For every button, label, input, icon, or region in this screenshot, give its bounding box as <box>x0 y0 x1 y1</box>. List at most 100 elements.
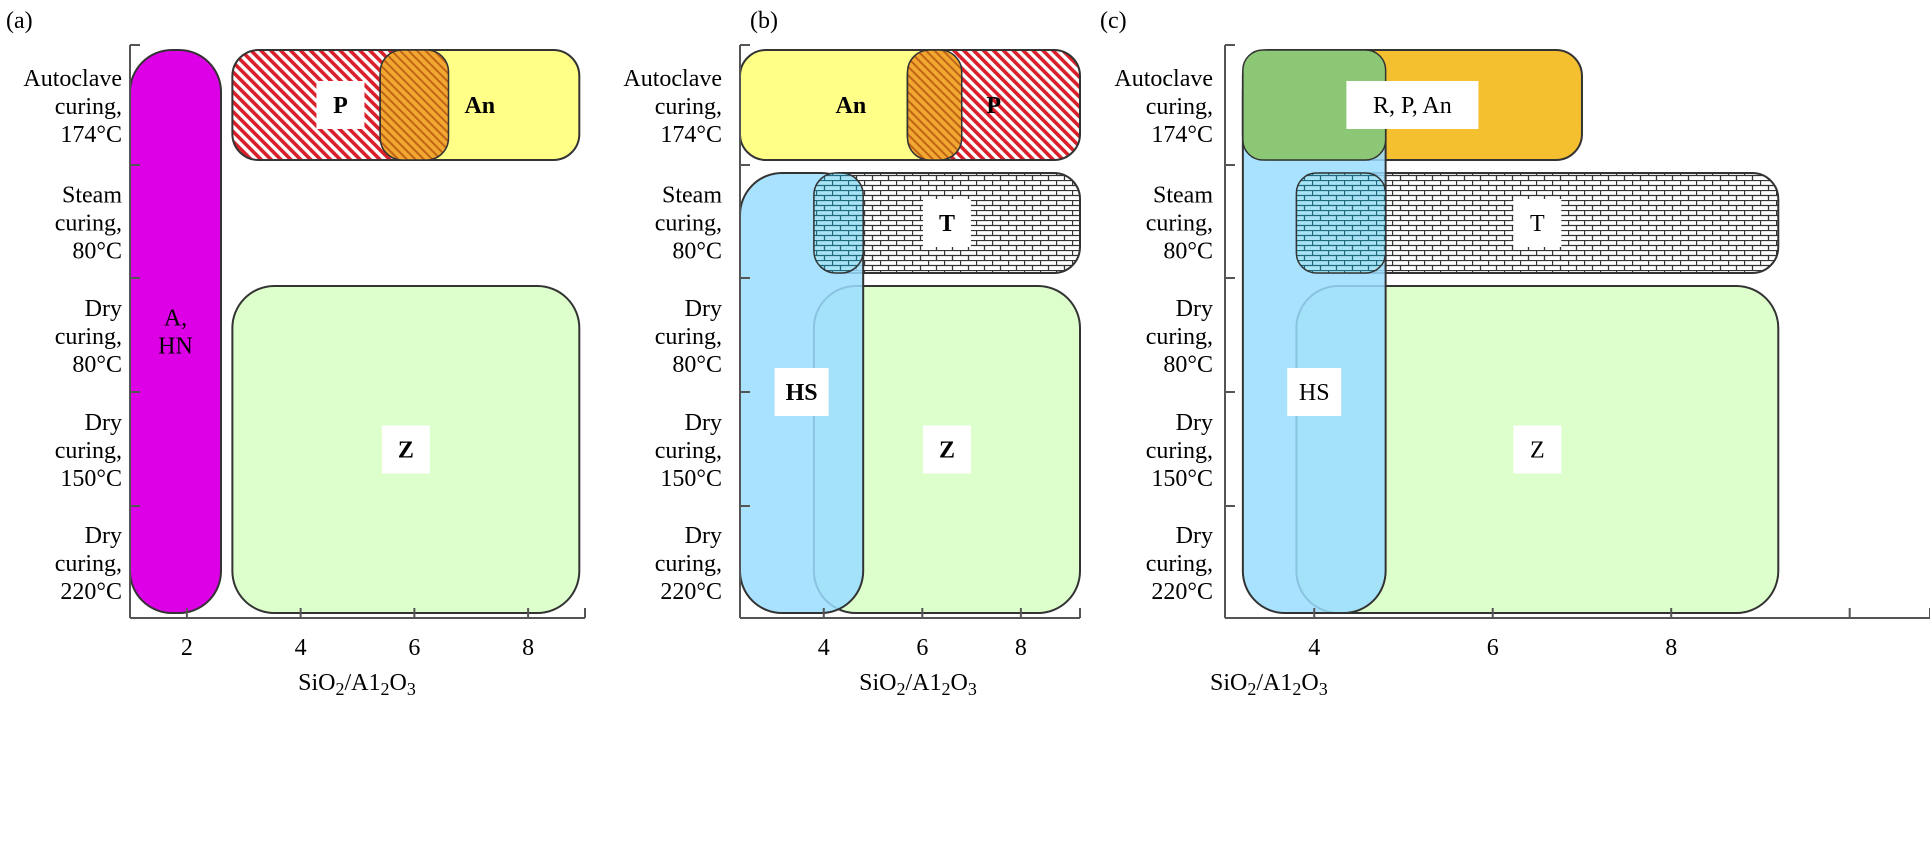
overlap-layer <box>813 49 963 274</box>
y-category-label: 220°C <box>1151 579 1213 605</box>
x-axis-label-sub: 2 <box>1292 679 1301 699</box>
y-category-label: Dry <box>1176 523 1213 549</box>
x-axis-label: SiO2/A12O3 <box>1210 670 1328 699</box>
region-label-box <box>316 81 365 129</box>
x-tick-label: 6 <box>1487 635 1499 661</box>
region-ahn <box>129 49 222 614</box>
x-tick-label: 8 <box>1015 635 1027 661</box>
y-category-label: 174°C <box>1151 122 1213 148</box>
region-label-box <box>1287 368 1342 416</box>
y-category-label: curing, <box>55 438 122 464</box>
region-label-layer: An P T Z HS <box>774 93 1001 474</box>
panel-c: (c)R, P, AnTZHSAutoclavecuring,174°CStea… <box>1100 8 1930 699</box>
region-label: An <box>836 93 867 119</box>
x-axis-label-sub: 3 <box>407 679 416 699</box>
x-axis-label-sub: 2 <box>1247 679 1256 699</box>
y-category-label: curing, <box>655 324 722 350</box>
region-layer <box>739 49 1082 614</box>
y-category-label: curing, <box>655 211 722 237</box>
y-category-label: 150°C <box>1151 466 1213 492</box>
y-category-label: curing, <box>655 94 722 120</box>
x-tick-label: 6 <box>408 635 420 661</box>
x-axis-label-sub: 2 <box>942 679 951 699</box>
region-label-box <box>774 368 829 416</box>
region-label: R, P, An <box>1373 93 1452 119</box>
overlap-p-an <box>379 49 450 161</box>
region-layer <box>1241 49 1780 614</box>
y-category-label: 220°C <box>60 579 122 605</box>
y-category-label: Dry <box>1176 410 1213 436</box>
x-axis-label-text: SiO <box>859 670 896 696</box>
x-tick-label: 4 <box>295 635 307 661</box>
region-label-box <box>922 199 971 247</box>
region-label: HS <box>786 380 818 406</box>
overlap-an-p <box>906 49 963 161</box>
y-category-label: Dry <box>685 296 722 322</box>
y-category-label: 150°C <box>660 466 722 492</box>
overlap-hs-t <box>813 172 864 274</box>
y-category-label: Autoclave <box>623 66 722 92</box>
x-tick-label: 2 <box>181 635 193 661</box>
region-label: An <box>464 93 495 119</box>
region-label-box <box>1513 425 1562 474</box>
region-layer <box>129 49 581 614</box>
y-category-label: 80°C <box>672 239 722 265</box>
region-label: P <box>333 93 348 119</box>
x-axis-label-text: O <box>1301 670 1318 696</box>
y-category-label: curing, <box>655 551 722 577</box>
region-label: A, <box>164 306 187 332</box>
x-tick-label: 6 <box>916 635 928 661</box>
y-category-label: Autoclave <box>23 66 122 92</box>
y-category-label: curing, <box>655 438 722 464</box>
region-label: T <box>939 211 955 237</box>
panel-label: (c) <box>1100 8 1127 34</box>
y-category-label: Dry <box>685 523 722 549</box>
x-axis-label-text: /A1 <box>906 670 942 696</box>
y-category-label: Dry <box>1176 296 1213 322</box>
y-category-label: curing, <box>55 94 122 120</box>
x-axis-label-sub: 3 <box>968 679 977 699</box>
region-label: HN <box>158 334 193 360</box>
y-category-label: 174°C <box>660 122 722 148</box>
x-axis-label-text: O <box>390 670 407 696</box>
y-category-label: Dry <box>685 410 722 436</box>
y-category-label: 80°C <box>72 239 122 265</box>
region-label-box <box>1513 199 1562 247</box>
x-axis-label-text: /A1 <box>345 670 381 696</box>
region-label: P <box>986 93 1001 119</box>
y-category-label: curing, <box>1146 551 1213 577</box>
y-category-label: curing, <box>55 551 122 577</box>
y-category-label: curing, <box>55 211 122 237</box>
overlap-layer <box>1242 49 1387 274</box>
overlap-hs-t <box>1295 172 1387 274</box>
x-axis-label-text: /A1 <box>1256 670 1292 696</box>
y-category-label: curing, <box>1146 438 1213 464</box>
region-label: Z <box>939 438 955 464</box>
y-category-label: curing, <box>55 324 122 350</box>
region-label-box <box>1346 81 1479 129</box>
y-category-label: curing, <box>1146 324 1213 350</box>
x-axis-label-text: SiO <box>1210 670 1247 696</box>
y-category-label: 80°C <box>1163 239 1213 265</box>
x-axis-label-sub: 2 <box>381 679 390 699</box>
y-category-label: Steam <box>1153 183 1213 209</box>
y-category-label: Dry <box>85 296 122 322</box>
x-axis-label-text: SiO <box>298 670 335 696</box>
y-category-label: Steam <box>662 183 722 209</box>
y-category-label: 80°C <box>72 352 122 378</box>
x-axis-label-sub: 2 <box>336 679 345 699</box>
y-category-label: Autoclave <box>1114 66 1213 92</box>
region-label: Z <box>1530 438 1545 464</box>
x-axis-label-sub: 2 <box>897 679 906 699</box>
y-category-label: Steam <box>62 183 122 209</box>
y-category-label: 174°C <box>60 122 122 148</box>
y-category-label: Dry <box>85 410 122 436</box>
x-tick-label: 8 <box>1665 635 1677 661</box>
region-label: HS <box>1299 380 1330 406</box>
x-axis-label: SiO2/A12O3 <box>859 670 977 699</box>
